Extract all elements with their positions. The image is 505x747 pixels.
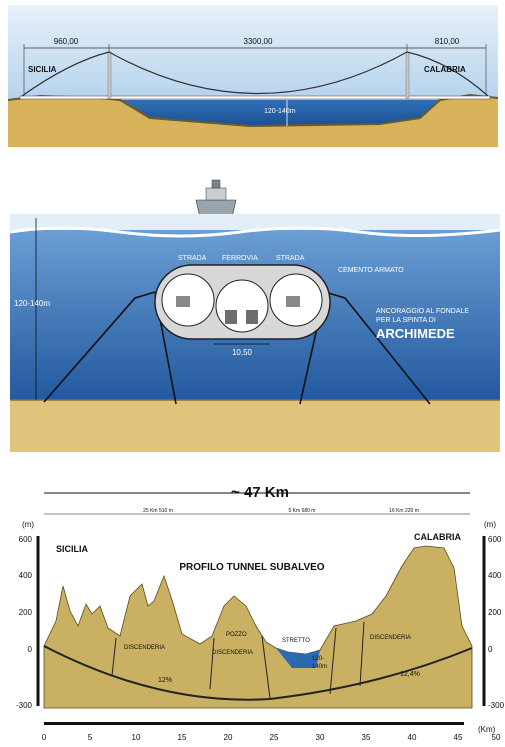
- bridge-left-shore: SICILIA: [28, 65, 57, 74]
- label-ferrovia: FERROVIA: [222, 255, 258, 262]
- terrain-profile: [43, 545, 473, 709]
- anchor-line-3: ARCHIMEDE: [376, 326, 455, 341]
- bridge-deck: [19, 95, 491, 100]
- seabed: [10, 400, 500, 452]
- label-stretto: STRETTO: [282, 638, 310, 644]
- strait-depth-line-2: 140m: [312, 664, 327, 670]
- label-strada-left: STRADA: [178, 255, 207, 262]
- profile-strait-water: [276, 648, 320, 668]
- x-tick: 20: [224, 733, 233, 742]
- bridge-tower-left: [107, 51, 112, 99]
- anchor-line-1: ANCORAGGIO AL FONDALE: [376, 308, 469, 315]
- main-cable: [21, 51, 489, 97]
- segment-right-label: 16 Km 220 m: [389, 508, 419, 514]
- profile-title: PROFILO TUNNEL SUBALVEO: [179, 562, 324, 573]
- tunnel-profile-line: [43, 645, 473, 701]
- anchor-line-2: PER LA SPINTA DI: [376, 317, 436, 324]
- strait-water: [120, 100, 440, 126]
- x-tick: 5: [88, 733, 93, 742]
- x-tick: 35: [362, 733, 371, 742]
- x-tick: 0: [42, 733, 47, 742]
- bridge-ground: [8, 95, 498, 147]
- label-discenderia-mid: DISCENDERIA: [212, 650, 253, 656]
- rail-tube: [215, 279, 269, 333]
- span-right-label: 810,00: [435, 37, 460, 46]
- grade-right-label: 12,4%: [400, 671, 420, 678]
- y-ticks-left: 600 400 200 0 -300: [16, 535, 33, 710]
- x-tick: 10: [132, 733, 141, 742]
- label-strada-right: STRADA: [276, 255, 305, 262]
- profile-diagram: ~ 47 Km 25 Km 510 m 5 Km 680 m 16 Km 220…: [16, 484, 505, 742]
- y-tick: 400: [488, 571, 502, 580]
- tunnel-section-panel: 120-140m 10,50 STRADA FERROVIA STRADA CE…: [0, 172, 505, 452]
- bridge-right-shore: CALABRIA: [424, 65, 466, 74]
- segment-mid-label: 5 Km 680 m: [289, 508, 316, 514]
- km-axis: [44, 722, 464, 725]
- shafts: [111, 621, 365, 699]
- bridge-tower-right: [405, 51, 410, 99]
- bridge-depth-label: 120-140m: [264, 108, 296, 115]
- bridge-diagram: 960,00 3300,00 810,00 SICILIA CALABRIA 1…: [7, 5, 499, 147]
- x-ticks: 0 5 10 15 20 25 30 35 40 45 50: [42, 733, 501, 742]
- y-tick: 0: [488, 645, 493, 654]
- bridge-panel: 960,00 3300,00 810,00 SICILIA CALABRIA 1…: [0, 0, 505, 150]
- y-tick: -300: [488, 701, 505, 710]
- y-tick: 600: [488, 535, 502, 544]
- profile-right-shore: CALABRIA: [414, 532, 461, 542]
- unit-km: (Km): [478, 725, 496, 734]
- unit-left: (m): [22, 520, 34, 529]
- y-tick: 400: [19, 571, 33, 580]
- x-tick: 30: [316, 733, 325, 742]
- y-tick: -300: [16, 701, 33, 710]
- span-main-label: 3300,00: [244, 37, 273, 46]
- unit-right: (m): [484, 520, 496, 529]
- y-tick: 200: [19, 608, 33, 617]
- label-pozzo: POZZO: [226, 632, 247, 638]
- sea-surface: [10, 214, 500, 232]
- y-tick: 0: [28, 645, 33, 654]
- profile-panel: ~ 47 Km 25 Km 510 m 5 Km 680 m 16 Km 220…: [0, 476, 505, 747]
- label-discenderia-left: DISCENDERIA: [124, 645, 165, 651]
- tunnel-cross-section: [154, 264, 331, 340]
- y-tick: 200: [488, 608, 502, 617]
- x-tick: 25: [270, 733, 279, 742]
- tunnel-width-label: 10,50: [232, 348, 253, 357]
- section-depth-label: 120-140m: [14, 299, 50, 308]
- x-tick: 45: [454, 733, 463, 742]
- y-tick: 600: [19, 535, 33, 544]
- total-length-label: ~ 47 Km: [231, 484, 289, 501]
- tunnel-section-diagram: 120-140m 10,50 STRADA FERROVIA STRADA CE…: [9, 179, 501, 452]
- grade-left-label: 12%: [158, 677, 172, 684]
- span-left-label: 960,00: [54, 37, 79, 46]
- anchor-cables: [43, 291, 431, 405]
- label-cemento-armato: CEMENTO ARMATO: [338, 267, 404, 274]
- y-ticks-right: 600 400 200 0 -300: [488, 535, 505, 710]
- profile-left-shore: SICILIA: [56, 544, 89, 554]
- x-tick: 40: [408, 733, 417, 742]
- x-tick: 50: [492, 733, 501, 742]
- segment-left-label: 25 Km 510 m: [143, 508, 173, 514]
- label-discenderia-right: DISCENDERIA: [370, 635, 411, 641]
- strait-depth-line-1: 120-: [312, 656, 324, 662]
- x-tick: 15: [178, 733, 187, 742]
